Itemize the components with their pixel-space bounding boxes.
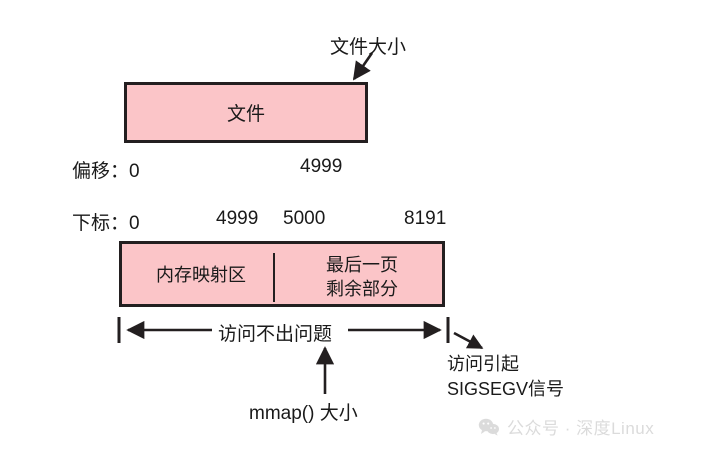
index-tick-5000: 5000 [283,208,326,229]
index-tick-8191: 8191 [404,208,447,229]
safe-range-label: 访问不出问题 [214,319,337,346]
file-box-label: 文件 [226,104,265,125]
mapped-region-label: 内存映射区 [156,265,246,285]
watermark: 公众号 · 深度Linux [478,414,654,439]
index-start-label: 下标：0 [72,213,140,234]
last-page-remainder-label: 最后一页 剩余部分 [326,255,398,299]
sigsegv-fault-label: 访问引起 SIGSEGV信号 [447,354,565,399]
wechat-icon [478,418,499,436]
region-divider [273,253,275,302]
mmap-size-label: mmap() 大小 [249,403,358,424]
file-box: 文件 [124,82,368,143]
sigsegv-leader-arrow [453,331,484,350]
index-tick-4999: 4999 [216,208,259,229]
offset-end-label: 4999 [300,156,343,177]
watermark-text: 公众号 · 深度Linux [507,419,655,438]
memory-mapping-box: 内存映射区 最后一页 剩余部分 [119,241,445,307]
offset-start-label: 偏移：0 [72,161,140,182]
file-size-callout: 文件大小 [330,37,407,58]
